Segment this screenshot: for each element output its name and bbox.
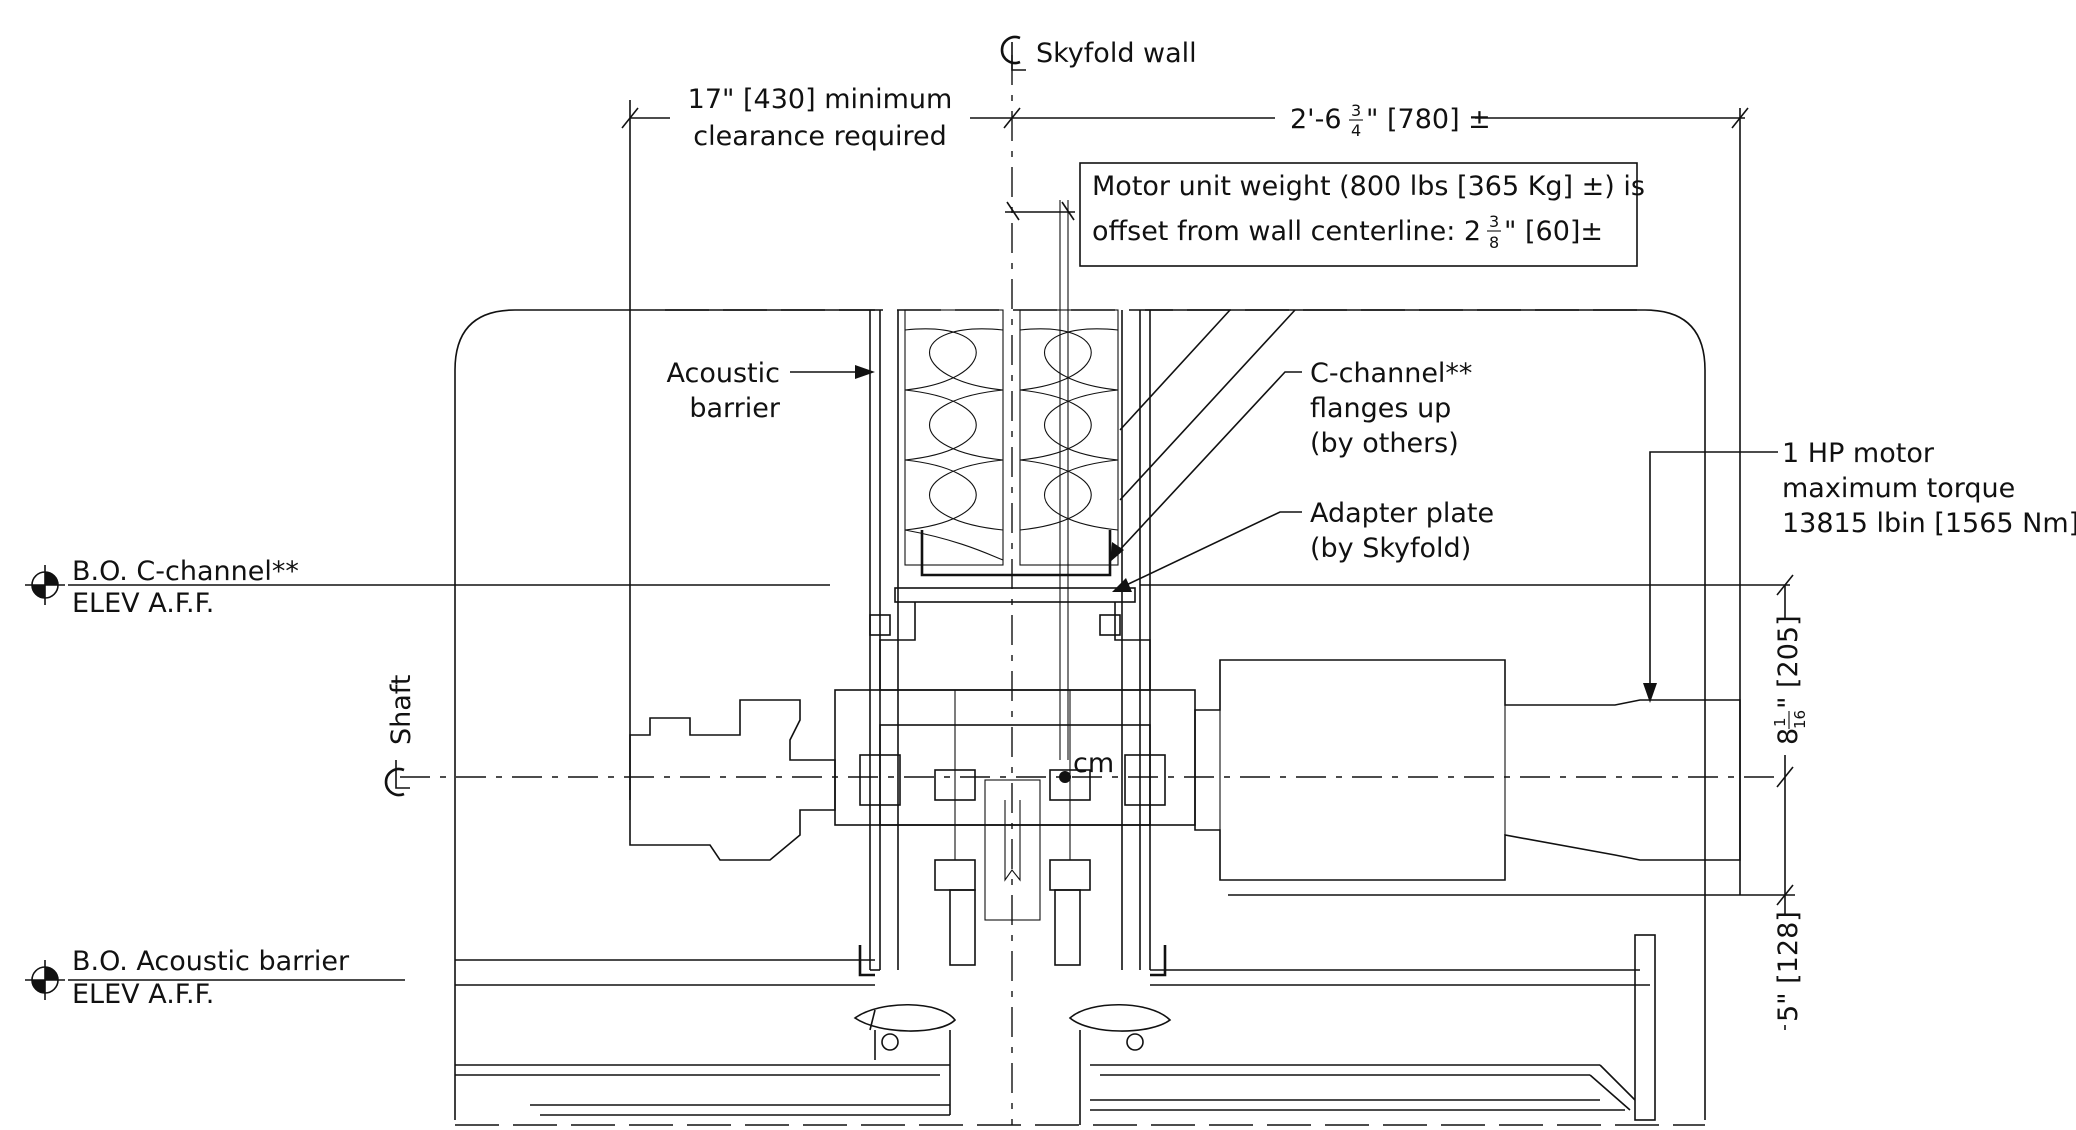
arrowhead	[855, 365, 875, 379]
svg-text:2'-6: 2'-6	[1290, 104, 1342, 135]
tick-mark	[1731, 107, 1749, 129]
c-channel-leader	[1114, 371, 1302, 556]
diagonal-support-1	[1119, 309, 1231, 431]
label-mask	[1275, 95, 1475, 135]
elev1-label-1: B.O. C-channel**	[72, 556, 299, 587]
motor-weight-label-1: Motor unit weight (800 lbs [365 Kg] ±) i…	[1092, 171, 1645, 202]
arrowhead	[1112, 578, 1132, 592]
elevation-marker-1	[25, 565, 830, 605]
label-mask	[670, 80, 970, 155]
svg-text:8: 8	[1489, 233, 1499, 252]
cl-shaft-symbol	[384, 760, 410, 797]
arrowhead	[1110, 542, 1124, 562]
motor-weight-label-2: offset from wall centerline: 2 3 8 " [60…	[1092, 212, 1603, 252]
clearance-label-1: 17" [430] minimum	[688, 84, 953, 115]
svg-text:" [60]±: " [60]±	[1504, 216, 1603, 247]
elev2-label-1: B.O. Acoustic barrier	[72, 946, 350, 977]
adapter-plate	[894, 587, 1136, 603]
svg-text:3: 3	[1351, 101, 1361, 120]
bolt-left	[869, 614, 891, 636]
center-of-mass-dot	[1059, 771, 1071, 783]
adapter-leader	[1119, 511, 1302, 589]
overall-dim-label: 2'-6 3 4 " [780] ±	[1290, 101, 1491, 140]
svg-text:4: 4	[1351, 121, 1361, 140]
enclosure-outline	[454, 309, 1706, 1120]
insulation-right	[1019, 309, 1119, 566]
elevation-marker-2	[25, 960, 405, 1000]
tick-mark	[1006, 201, 1020, 221]
svg-text:" [205]: " [205]	[1773, 615, 1804, 709]
lower-panels	[455, 934, 1656, 1125]
motor-weight-box	[1079, 162, 1638, 267]
cl-wall-label: Skyfold wall	[1036, 38, 1197, 69]
arrowhead	[1643, 683, 1657, 703]
right-motor	[1194, 659, 1741, 881]
motor-label-1: 1 HP motor	[1782, 438, 1935, 469]
tick-mark	[621, 107, 639, 129]
clearance-label-2: clearance required	[693, 121, 946, 152]
tick-mark	[1776, 766, 1794, 788]
elev2-label-2: ELEV A.F.F.	[72, 979, 214, 1010]
left-motor	[629, 699, 836, 861]
insulation-left	[904, 309, 1004, 566]
cl-shaft-label: Shaft	[386, 675, 417, 745]
motor-leader	[1649, 451, 1778, 695]
c-channel-label-1: C-channel**	[1310, 358, 1472, 389]
c-channel-label-2: flanges up	[1310, 393, 1451, 424]
label-mask	[1765, 620, 1805, 755]
adapter-label-2: (by Skyfold)	[1310, 533, 1471, 564]
svg-text:8: 8	[1773, 728, 1804, 745]
drive-housing	[834, 689, 1196, 966]
bolt-right	[1099, 614, 1121, 636]
cm-label: cm	[1073, 748, 1114, 779]
adapter-label-1: Adapter plate	[1310, 498, 1494, 529]
label-mask	[1765, 915, 1805, 1025]
svg-text:3: 3	[1489, 212, 1499, 231]
c-channel	[920, 530, 1112, 577]
cl-wall-symbol	[1000, 35, 1026, 71]
svg-text:" [780] ±: " [780] ±	[1366, 104, 1491, 135]
elev1-label-2: ELEV A.F.F.	[72, 588, 214, 619]
motor-label-2: maximum torque	[1782, 473, 2015, 504]
svg-text:16: 16	[1791, 710, 1809, 729]
c-channel-label-3: (by others)	[1310, 428, 1459, 459]
diagonal-support-2	[1119, 309, 1296, 501]
acoustic-barrier-label-2: barrier	[689, 393, 781, 424]
right-dim-lower-label: 5" [128]	[1773, 911, 1804, 1022]
motor-label-3: 13815 lbin [1565 Nm]	[1782, 508, 2076, 539]
acoustic-barrier-label-1: Acoustic	[667, 358, 780, 389]
svg-text:1: 1	[1771, 717, 1789, 727]
tick-mark	[1776, 574, 1794, 596]
right-dim-upper-label: 8 1 16 " [205]	[1771, 615, 1809, 745]
svg-text:offset from wall centerline: 2: offset from wall centerline: 2	[1092, 216, 1481, 247]
